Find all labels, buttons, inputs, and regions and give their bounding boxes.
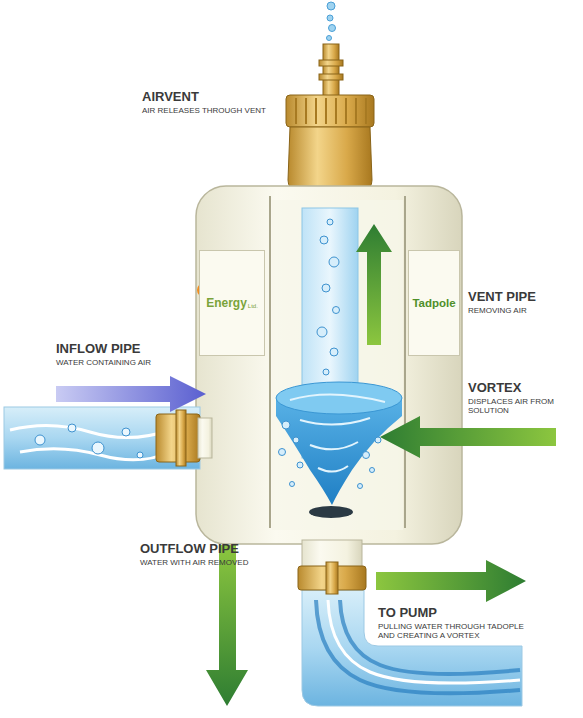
vessel-seam xyxy=(404,196,406,528)
callout-title: VORTEX xyxy=(468,381,578,396)
bubble xyxy=(327,15,333,21)
callout-title: OUTFLOW PIPE xyxy=(140,542,300,557)
vessel-window xyxy=(272,200,403,530)
vortex-water xyxy=(276,382,402,518)
bubble xyxy=(322,284,330,292)
nozzle-ridge xyxy=(319,74,343,80)
bubble xyxy=(375,437,381,443)
logo-panel: Tadpole xyxy=(408,250,460,356)
bubble xyxy=(290,482,295,487)
logo-panel: EnergyLtd. xyxy=(199,250,265,356)
bubble xyxy=(317,327,327,337)
pump-arrow xyxy=(376,560,526,602)
bubble xyxy=(323,369,329,375)
bubble xyxy=(137,452,143,458)
escaping-bubbles xyxy=(327,2,336,41)
air-vent xyxy=(286,44,374,190)
bubble xyxy=(320,236,328,244)
bubble xyxy=(279,449,286,456)
vent-body xyxy=(288,127,372,190)
callout-note: REMOVING AIR xyxy=(468,306,578,315)
bubble xyxy=(327,219,333,225)
nozzle-ridge xyxy=(319,60,343,66)
bubble xyxy=(329,257,339,267)
bubble xyxy=(293,437,299,443)
bubble xyxy=(35,435,45,445)
bubble xyxy=(330,348,338,356)
bubble xyxy=(92,442,104,454)
bubble xyxy=(297,462,303,468)
flow-arrow xyxy=(356,224,392,345)
inlet-stub xyxy=(198,418,212,458)
fitting-nut xyxy=(326,562,338,594)
callout-note: WATER CONTAINING AIR xyxy=(56,358,206,367)
vent-cap xyxy=(286,95,374,127)
logo-text: Tadpole xyxy=(412,297,455,309)
inflow-bubbles xyxy=(35,424,143,458)
bubble xyxy=(358,484,363,489)
bubble xyxy=(333,307,340,314)
callout-note: PULLING WATER THROUGH TADOPLE AND CREATI… xyxy=(378,622,538,640)
swirl-lines xyxy=(290,394,385,471)
callout-title: TO PUMP xyxy=(378,606,558,621)
bubble xyxy=(363,452,370,459)
vortex-bubbles xyxy=(279,421,382,489)
bubble xyxy=(370,468,375,473)
bubble xyxy=(68,424,76,432)
separator-vessel xyxy=(196,186,462,544)
outlet-hole xyxy=(309,506,353,518)
bubble xyxy=(329,25,336,32)
callout-title: AIRVENT xyxy=(142,90,312,105)
callout-note: AIR RELEASES THROUGH VENT xyxy=(142,106,312,115)
vent-nozzle xyxy=(323,44,339,96)
bubble xyxy=(327,36,332,41)
logo-suffix: Ltd. xyxy=(248,303,258,309)
callout-note: WATER WITH AIR REMOVED xyxy=(140,558,300,567)
bubble xyxy=(122,428,130,436)
outflow-arrow xyxy=(206,545,248,706)
callout-title: VENT PIPE xyxy=(468,290,578,305)
cap-grip-lines xyxy=(296,98,366,124)
vortex-arrow xyxy=(380,416,556,458)
inflow-pipe xyxy=(4,407,200,469)
vent-pipe-bubbles xyxy=(317,219,340,375)
bubble xyxy=(327,2,335,10)
callout-title: INFLOW PIPE xyxy=(56,342,206,357)
logo-text: Energy xyxy=(206,296,247,310)
callout-note: DISPLACES AIR FROM SOLUTION xyxy=(468,397,560,415)
vessel-seam xyxy=(269,196,271,528)
fitting-nut xyxy=(176,410,186,466)
water-streaks xyxy=(10,425,170,459)
bubble xyxy=(282,421,290,429)
inflow-arrow xyxy=(56,376,206,412)
